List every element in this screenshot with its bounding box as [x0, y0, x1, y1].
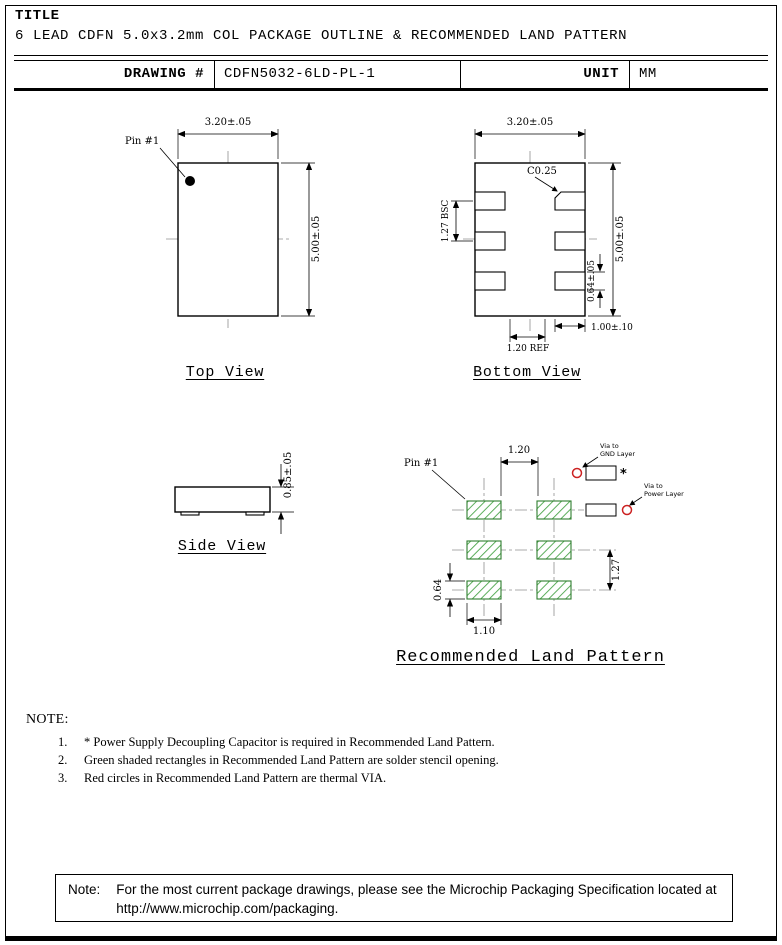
pin1-label: Pin #1 — [125, 136, 159, 147]
via-power-label-line1: Via to — [644, 482, 663, 490]
land-pattern-drawing: Pin #1 1.20 * Via to GND Layer Via to Po… — [404, 442, 684, 637]
footer-note-box: Note: For the most current package drawi… — [55, 874, 733, 922]
height-dimension: 5.00±.05 — [311, 216, 322, 263]
power-via-circle — [621, 504, 633, 516]
note-text: * Power Supply Decoupling Capacitor is r… — [84, 735, 495, 749]
gnd-via-pad — [585, 465, 617, 481]
footer-note-line2: http://www.microchip.com/packaging. — [116, 900, 339, 916]
package-body-side — [174, 486, 271, 513]
package-body-top — [177, 162, 279, 317]
drawing-number-label: DRAWING # — [123, 66, 204, 82]
pin1-leader-line — [159, 147, 186, 178]
stencil-pad-left-1 — [466, 500, 502, 520]
side-lead-left — [180, 511, 200, 516]
pad-right-1-chamfered — [554, 191, 586, 211]
pad-right-2 — [554, 231, 586, 251]
side-lead-right — [245, 511, 265, 516]
pad-length-dimension: 1.00±.10 — [591, 323, 633, 333]
decoupling-cap-asterisk: * — [620, 467, 627, 482]
via-power-leader-line — [629, 496, 643, 506]
note-text: Green shaded rectangles in Recommended L… — [84, 753, 499, 767]
pad-right-3 — [554, 271, 586, 291]
title-label: TITLE — [15, 8, 60, 24]
stencil-pad-right-2 — [536, 540, 572, 560]
gnd-via-circle — [571, 467, 583, 479]
pad-width-dimension: 1.10 — [473, 626, 495, 637]
footer-note-text: For the most current package drawings, p… — [116, 881, 717, 916]
via-gnd-label-line2: GND Layer — [600, 450, 635, 458]
side-view-caption: Side View — [177, 538, 267, 555]
bottom-view-caption: Bottom View — [473, 364, 581, 381]
pad-left-1 — [474, 191, 506, 211]
drawing-info-row: DRAWING # CDFN5032-6LD-PL-1 UNIT MM — [14, 60, 768, 91]
side-view-drawing: 0.85±.05 — [174, 452, 294, 534]
unit-label: UNIT — [583, 66, 619, 82]
via-power-label-line2: Power Layer — [644, 490, 684, 498]
pad-left-2 — [474, 231, 506, 251]
stencil-pad-left-2 — [466, 540, 502, 560]
center-ref-dimension: 1.20 REF — [507, 344, 550, 354]
note-item: 1. * Power Supply Decoupling Capacitor is… — [58, 735, 499, 750]
pitch-dimension: 1.27 — [611, 559, 622, 581]
top-view-drawing: Pin #1 3.20±.05 5.00±.05 — [125, 117, 322, 328]
note-number: 3. — [58, 771, 68, 785]
pitch-dimension: 1.27 BSC — [441, 200, 451, 243]
note-item: 3. Red circles in Recommended Land Patter… — [58, 771, 499, 786]
notes-heading: NOTE: — [26, 712, 69, 727]
note-item: 2. Green shaded rectangles in Recommended… — [58, 753, 499, 768]
stencil-pad-left-3 — [466, 580, 502, 600]
top-view-caption: Top View — [185, 364, 265, 381]
drawing-number-value: CDFN5032-6LD-PL-1 — [214, 61, 461, 88]
pin1-leader-line — [431, 469, 466, 500]
via-gnd-leader-line — [582, 456, 599, 468]
note-text: Red circles in Recommended Land Pattern … — [84, 771, 387, 785]
land-pattern-caption: Recommended Land Pattern — [396, 648, 665, 667]
gap-dimension: 1.20 — [508, 445, 530, 456]
pad-left-3 — [474, 271, 506, 291]
height-dimension: 5.00±.05 — [615, 216, 626, 263]
footer-note-label: Note: — [68, 882, 101, 897]
via-gnd-label-line1: Via to — [600, 442, 619, 450]
page-title: 6 LEAD CDFN 5.0x3.2mm COL PACKAGE OUTLIN… — [15, 28, 628, 44]
pin1-indicator-dot — [185, 176, 195, 186]
power-via-pad — [585, 503, 617, 517]
unit-value: MM — [629, 61, 768, 88]
pad-height-dimension: 0.64±.05 — [587, 260, 597, 302]
footer-note-line1: For the most current package drawings, p… — [116, 882, 717, 897]
bottom-view-drawing: C0.25 3.20±.05 1.27 BSC 0.64±.05 5.00±.0… — [441, 117, 633, 354]
stencil-pad-right-1 — [536, 500, 572, 520]
pin1-label: Pin #1 — [404, 458, 438, 469]
thickness-dimension: 0.85±.05 — [283, 452, 294, 499]
title-divider — [14, 55, 768, 57]
pad-height-dimension: 0.64 — [433, 579, 444, 601]
notes-list: 1. * Power Supply Decoupling Capacitor is… — [58, 735, 499, 789]
note-number: 2. — [58, 753, 68, 767]
width-dimension: 3.20±.05 — [205, 117, 252, 128]
chamfer-dimension: C0.25 — [527, 166, 557, 177]
chamfer-leader-line — [534, 176, 558, 192]
width-dimension: 3.20±.05 — [507, 117, 554, 128]
note-number: 1. — [58, 735, 68, 749]
stencil-pad-right-3 — [536, 580, 572, 600]
